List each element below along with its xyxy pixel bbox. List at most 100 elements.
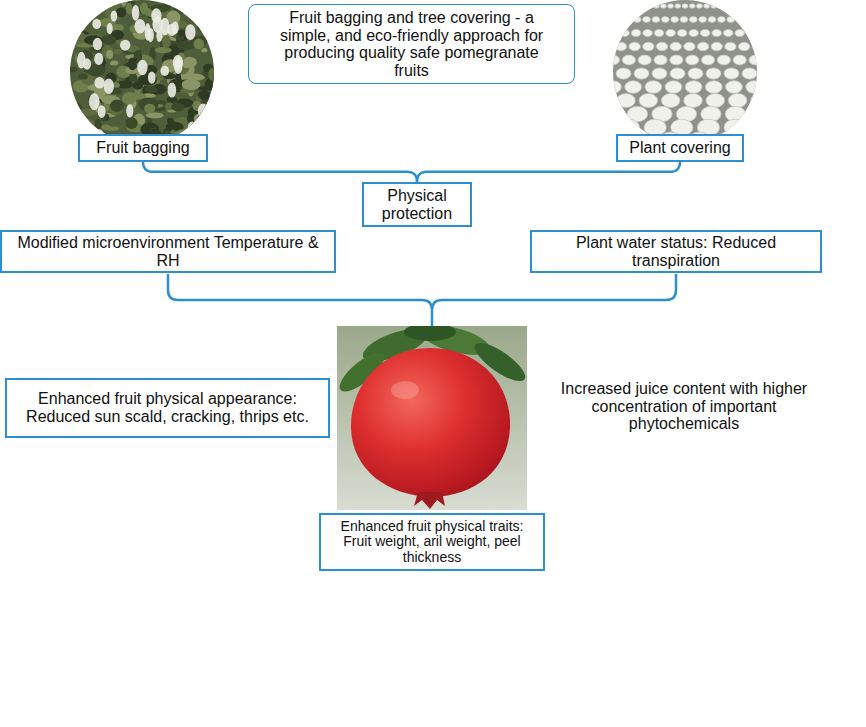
box-text: Modified microenvironment Temperature & … <box>8 234 328 269</box>
plant-cover <box>624 4 630 9</box>
plant-cover <box>616 68 631 79</box>
fruit-bag <box>111 10 118 21</box>
fruit-bag <box>92 19 101 29</box>
plant-cover <box>708 17 716 23</box>
fruit-bag <box>89 93 99 110</box>
foliage <box>198 21 212 26</box>
plant-cover <box>738 42 749 51</box>
plant-cover <box>699 17 707 23</box>
plant-cover <box>615 42 626 51</box>
box-text: Fruit bagging <box>96 139 189 157</box>
foliage <box>203 5 220 13</box>
plant-cover <box>701 55 714 65</box>
plant-cover <box>717 55 730 65</box>
foliage <box>205 111 211 120</box>
plant-cover <box>615 17 623 23</box>
fruit-bag <box>107 23 113 34</box>
fruit-bag <box>198 104 208 119</box>
bracket-connector <box>143 162 417 182</box>
plant-cover <box>666 29 676 36</box>
foliage <box>76 9 95 16</box>
plant-covering-photo <box>591 0 770 150</box>
fruit-bag <box>134 19 145 34</box>
plant-cover <box>725 42 736 51</box>
plant-cover <box>646 4 652 9</box>
process-box: Modified microenvironment Temperature & … <box>0 230 336 273</box>
plant-cover <box>718 17 726 23</box>
plant-cover <box>624 17 632 23</box>
foliage <box>63 67 78 73</box>
leaf <box>404 326 456 341</box>
foliage <box>201 48 207 52</box>
highlight <box>391 381 419 399</box>
plant-cover <box>661 94 680 108</box>
foliage <box>195 8 205 13</box>
foliage <box>122 92 136 104</box>
foliage <box>171 103 185 111</box>
plant-cover <box>605 17 613 23</box>
plant-cover <box>634 68 649 79</box>
plant-cover <box>711 42 722 51</box>
foliage <box>62 3 82 14</box>
foliage <box>208 8 215 16</box>
plant-cover <box>735 29 745 36</box>
plant-cover <box>700 29 710 36</box>
plant-cover <box>625 81 642 94</box>
box-text: Enhanced fruit physical appearance: Redu… <box>15 390 320 425</box>
plant-cover <box>745 132 769 150</box>
plant-cover <box>749 55 762 65</box>
plant-cover <box>594 94 613 108</box>
photo-ground <box>613 0 758 145</box>
foliage <box>197 12 210 22</box>
plant-cover <box>686 55 699 65</box>
plant-cover <box>733 55 746 65</box>
plant-cover <box>682 4 688 9</box>
foliage <box>84 119 94 129</box>
foliage <box>202 115 216 129</box>
fruit-bag <box>83 58 91 70</box>
plant-cover <box>668 4 674 9</box>
plant-cover <box>746 29 756 36</box>
fruit-bagging-photo <box>62 0 222 151</box>
plant-cover <box>598 68 613 79</box>
fruit-bag <box>94 53 103 65</box>
foliage <box>85 7 97 19</box>
plant-cover <box>629 42 640 51</box>
plant-cover <box>718 4 724 9</box>
foliage <box>121 0 127 6</box>
plant-cover <box>736 17 744 23</box>
foliage <box>196 115 212 128</box>
plant-cover <box>727 17 735 23</box>
plant-cover <box>620 29 630 36</box>
fruit-bag <box>137 60 147 76</box>
foliage <box>72 115 82 121</box>
foliage <box>194 114 204 124</box>
foliage <box>176 40 195 50</box>
fruit-crown <box>414 492 445 509</box>
fruit-bag <box>120 40 130 51</box>
foliage <box>146 112 164 118</box>
foliage <box>78 73 88 79</box>
fruit-bag <box>94 77 104 89</box>
foliage <box>197 86 217 91</box>
foliage <box>74 10 94 21</box>
plant-cover <box>706 94 725 108</box>
plant-cover <box>631 29 641 36</box>
plant-cover <box>732 4 738 9</box>
plant-cover <box>689 29 699 36</box>
box-text: Plant water status: Reduced transpiratio… <box>538 234 814 269</box>
pomegranate-fruit <box>351 348 510 497</box>
plant-cover <box>675 4 681 9</box>
foliage <box>116 8 127 18</box>
merge-bracket <box>168 274 676 326</box>
foliage <box>201 21 214 27</box>
foliage <box>69 32 87 44</box>
foliage <box>176 35 185 41</box>
plant-cover <box>660 4 666 9</box>
photo-ground <box>70 0 215 145</box>
process-box: Physical protection <box>362 182 472 227</box>
plant-cover <box>610 4 616 9</box>
bracket-connector <box>417 162 680 182</box>
note-text: Increased juice content with higher conc… <box>545 380 823 433</box>
